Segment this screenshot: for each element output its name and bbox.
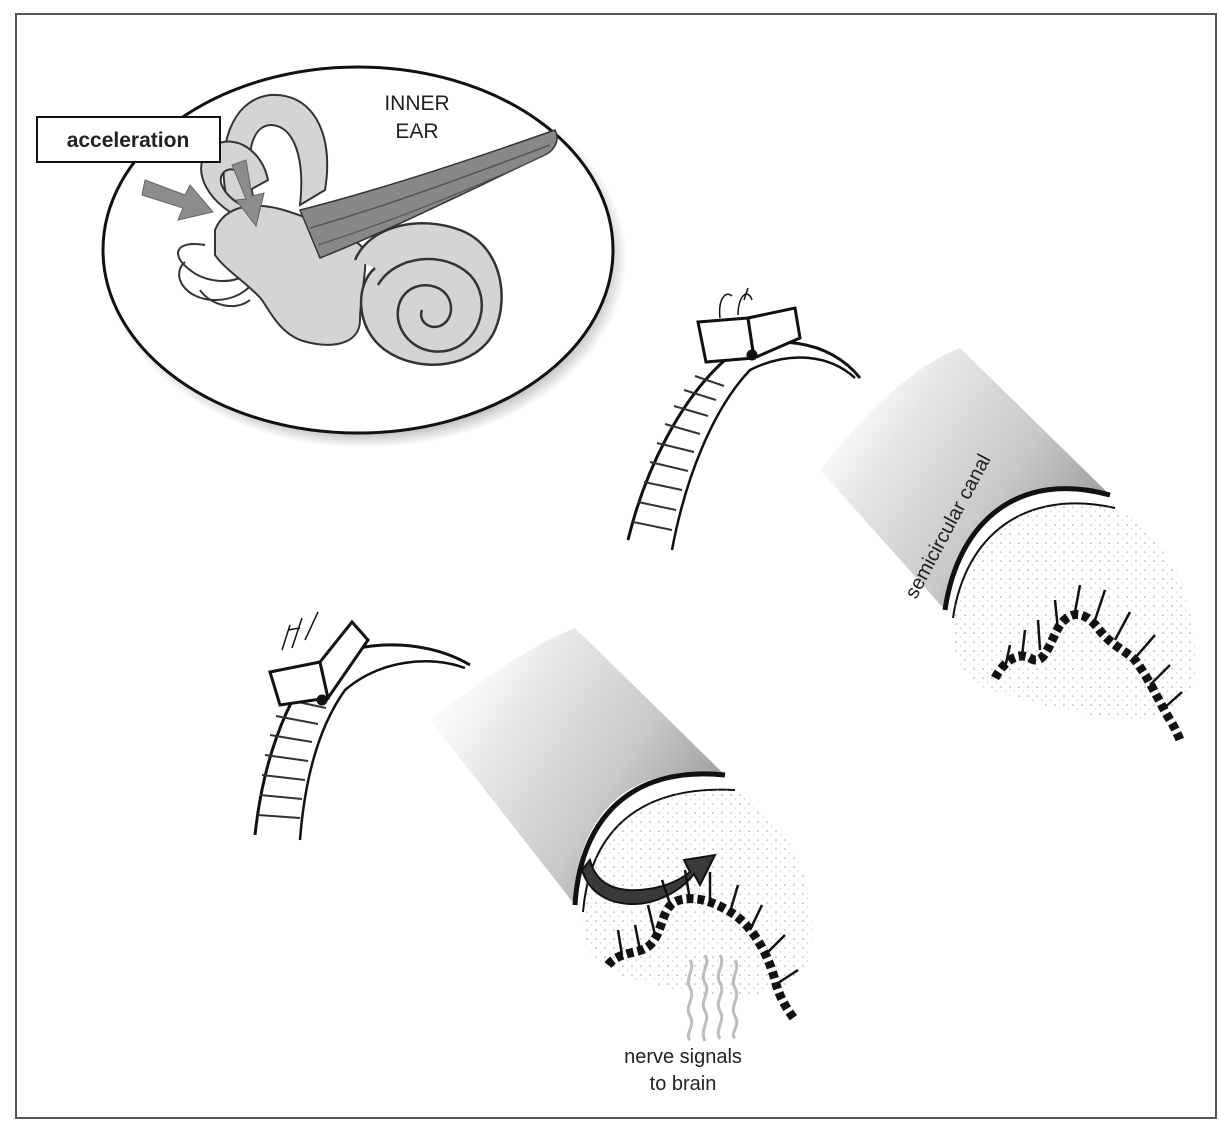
cochlea-illustration	[355, 223, 502, 364]
acceleration-label: acceleration	[67, 129, 190, 152]
inner-ear-label-line1: INNER	[384, 92, 449, 115]
nerve-signals-label-line2: to brain	[650, 1073, 717, 1095]
inner-ear-label-line2: EAR	[395, 120, 438, 143]
nerve-signals-label-line1: nerve signals	[624, 1046, 742, 1068]
